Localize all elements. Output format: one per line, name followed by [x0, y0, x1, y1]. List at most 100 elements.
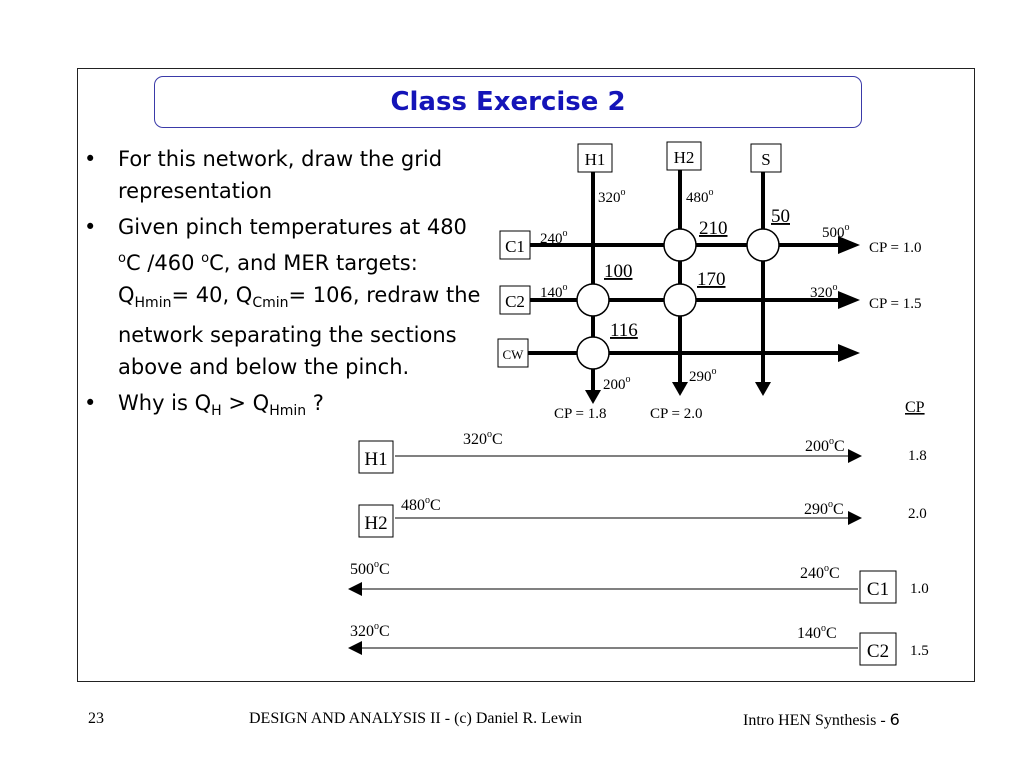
arrowhead — [348, 641, 362, 655]
cp-label: CP = 2.0 — [650, 406, 703, 422]
temp-value: 140 — [540, 285, 563, 301]
bullet-item: •Why is QH > QHmin ? — [84, 387, 484, 427]
bullet-text-2c: C, and MER targets: Q — [118, 251, 418, 307]
temp-label: 500o — [822, 222, 850, 241]
h2-arrowhead — [672, 382, 688, 396]
temp-label: 320o — [810, 282, 838, 301]
temp-label: 320oC — [350, 621, 390, 640]
bullet-marker: • — [84, 215, 97, 239]
c2-stream-label: C2 — [867, 641, 889, 662]
temp-label: 320o — [598, 187, 626, 206]
degree-mark: o — [563, 228, 568, 239]
degree-mark: o — [824, 563, 829, 574]
temp-label: 290oC — [804, 499, 844, 518]
temp-label: 200o — [603, 374, 631, 393]
c2-label: C2 — [505, 292, 525, 311]
h1-label-box — [577, 143, 613, 173]
temp-unit: C — [829, 565, 840, 582]
temp-value: 240 — [540, 231, 563, 247]
exchanger-h2-c1 — [663, 228, 697, 262]
temp-label: 480oC — [401, 495, 441, 514]
footer-right-text: Intro HEN Synthesis - 6 — [743, 710, 900, 730]
cw-label: CW — [503, 347, 525, 362]
bullet-text-1: For this network, draw the grid represen… — [118, 147, 443, 203]
h2-stream-box — [358, 504, 394, 538]
temp-value: 290 — [689, 369, 712, 385]
degree-mark: o — [201, 251, 210, 266]
bullet-text-2d: = 40, Q — [171, 283, 253, 307]
arrowhead — [348, 582, 362, 596]
temp-value: 500 — [350, 561, 374, 578]
temp-value: 240 — [800, 565, 824, 582]
duty-label: 100 — [604, 261, 633, 282]
subscript: Cmin — [252, 295, 289, 312]
footer-center-text: DESIGN AND ANALYSIS II - (c) Daniel R. L… — [249, 710, 583, 727]
cp-value: 1.5 — [910, 643, 929, 659]
temp-value: 320 — [463, 431, 487, 448]
subscript: Hmin — [269, 403, 307, 420]
cw-label-box — [497, 338, 529, 368]
h1-arrowhead — [585, 390, 601, 404]
temp-label: 140oC — [797, 623, 837, 642]
bullet-list: • For this network, draw the grid represe… — [84, 143, 484, 431]
temp-value: 140 — [797, 625, 821, 642]
degree-mark: o — [425, 495, 430, 506]
duty-label: 210 — [699, 218, 728, 239]
temp-value: 290 — [804, 501, 828, 518]
cooler-h1-cw — [576, 336, 610, 370]
temp-unit: C — [379, 561, 390, 578]
bullet-text-2b: C /460 — [125, 251, 202, 275]
degree-mark: o — [829, 436, 834, 447]
c1-stream-box — [859, 570, 897, 604]
footer-page-number: 23 — [88, 710, 104, 727]
steam-arrowhead — [755, 382, 771, 396]
title-box: Class Exercise 2 — [154, 76, 862, 128]
c1-arrowhead — [838, 236, 860, 254]
cp-label: CP = 1.0 — [869, 240, 922, 256]
duty-label: 116 — [610, 320, 638, 341]
temp-value: 320 — [810, 285, 833, 301]
temp-value: 480 — [686, 190, 709, 206]
cp-value: 1.8 — [908, 448, 927, 464]
c1-label-box — [499, 230, 531, 260]
temp-label: 320oC — [463, 429, 503, 448]
footer-course-title: Intro HEN Synthesis - — [743, 712, 890, 729]
bullet-item: •For this network, draw the grid represe… — [84, 143, 484, 207]
temp-unit: C — [430, 497, 441, 514]
temp-value: 320 — [598, 190, 621, 206]
degree-mark: o — [833, 282, 838, 293]
temp-value: 480 — [401, 497, 425, 514]
degree-mark: o — [118, 251, 126, 266]
slide-title: Class Exercise 2 — [390, 87, 626, 117]
temp-unit: C — [826, 625, 837, 642]
degree-mark: o — [487, 429, 492, 440]
degree-mark: o — [828, 499, 833, 510]
cw-arrowhead — [838, 344, 860, 362]
cp-value: 2.0 — [908, 506, 927, 522]
h2-label-box — [666, 141, 702, 171]
arrowhead — [848, 449, 862, 463]
bullet-text-3a: Why is Q — [118, 391, 212, 416]
degree-mark: o — [709, 187, 714, 198]
temp-label: 200oC — [805, 436, 845, 455]
degree-mark: o — [626, 374, 631, 385]
h1-stream-label: H1 — [364, 449, 387, 470]
exchanger-h2-c2 — [663, 283, 697, 317]
temp-unit: C — [379, 623, 390, 640]
h2-stream-label: H2 — [364, 513, 387, 534]
temp-value: 200 — [603, 377, 626, 393]
arrowhead — [848, 511, 862, 525]
temp-value: 500 — [822, 225, 845, 241]
bullet-text-2e: = 106, redraw the network separating the… — [118, 283, 481, 380]
duty-label: 170 — [697, 269, 726, 290]
temp-label: 500oC — [350, 559, 390, 578]
h2-label: H2 — [674, 148, 695, 167]
temp-label: 140o — [540, 282, 568, 301]
cp-column-header: CP — [905, 399, 925, 416]
h1-label: H1 — [585, 150, 606, 169]
degree-mark: o — [563, 282, 568, 293]
exchanger-h1-c2 — [576, 283, 610, 317]
temp-label: 240o — [540, 228, 568, 247]
c1-stream-label: C1 — [867, 579, 889, 600]
